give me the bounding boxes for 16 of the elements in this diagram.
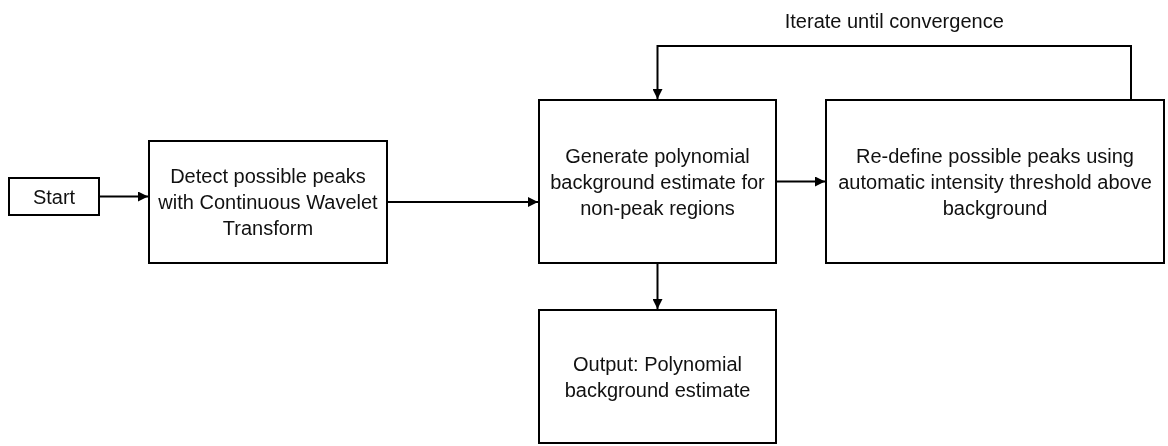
process-box	[538, 99, 777, 264]
node-text: Output: Polynomial background estimate	[563, 351, 752, 403]
process-box	[148, 140, 388, 264]
node-text: Generate polynomial background estimate for non-peak regions	[549, 143, 766, 221]
start-box	[8, 177, 100, 216]
arrow	[652, 263, 663, 310]
edge-label: Iterate until convergence	[784, 10, 1004, 33]
process-box	[825, 99, 1165, 264]
arrow	[387, 197, 539, 207]
node-text: Re-define possible peaks using automatic intensity threshold above background	[837, 143, 1153, 221]
arrow	[652, 45, 1132, 100]
process-box	[538, 309, 777, 444]
node-text: Start	[32, 184, 76, 210]
node-text: Detect possible peaks with Continuous Wavelet Transform	[158, 164, 378, 241]
arrow	[776, 176, 826, 187]
arrow	[99, 191, 149, 202]
